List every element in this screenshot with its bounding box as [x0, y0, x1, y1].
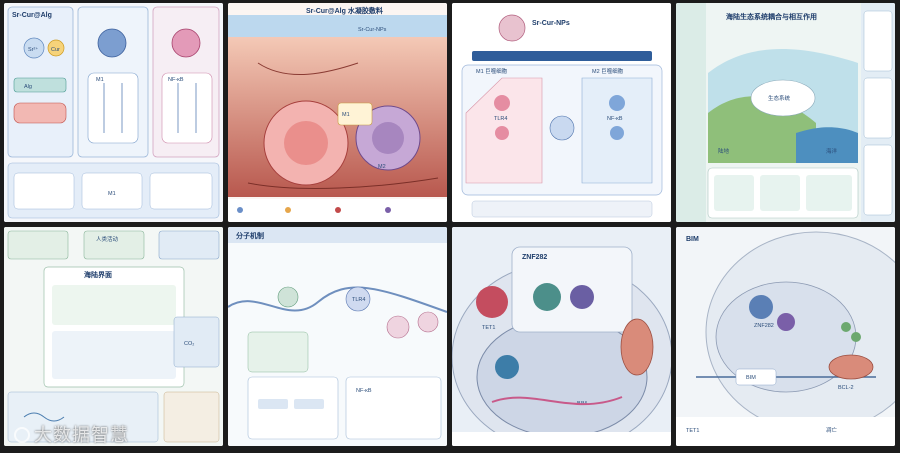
- label-bim: BIM: [746, 375, 756, 381]
- thumbnail-znf282-cell[interactable]: ZNF282 TET1 BIM: [452, 227, 671, 446]
- thumbnail-molecular-mechanism[interactable]: 分子机制 TLR4 NF-κB: [228, 227, 447, 446]
- watermark-logo-icon: [14, 427, 30, 443]
- tile-title: BIM: [686, 236, 699, 243]
- label-m2: M2: [378, 164, 386, 170]
- label-bcl2: BCL-2: [838, 385, 854, 391]
- label-nfkb: NF-κB: [607, 116, 623, 122]
- tile-title: Sr-Cur-NPs: [532, 20, 570, 27]
- label-land: 陆地: [718, 147, 730, 155]
- label-tlr4: TLR4: [352, 297, 365, 303]
- watermark-text: 大数据智慧: [34, 425, 129, 446]
- label-m1: M1: [342, 112, 350, 118]
- label-nps: Sr-Cur-NPs: [358, 27, 387, 33]
- label-human: 人类活动: [96, 235, 119, 243]
- thumbnail-land-sea-ecosystem[interactable]: 海陆生态系统耦合与相互作用 生态系统 陆地 海洋: [676, 3, 895, 222]
- watermark: 大数据智慧: [14, 421, 129, 447]
- tile-title: 海陆生态系统耦合与相互作用: [726, 12, 817, 21]
- label-znf282: ZNF282: [754, 323, 774, 329]
- cell-illustration-graphic: ZNF282 TET1 BIM: [452, 227, 671, 446]
- thumbnail-macrophage-pathway[interactable]: Sr-Cur-NPs M1 巨噬细胞 M2 巨噬细胞 TLR4 NF-κB: [452, 3, 671, 222]
- tile-title: Sr-Cur@Alg: [12, 12, 52, 19]
- label-nfkb: NF-κB: [168, 77, 184, 83]
- ecosystem-illustration-graphic: 海陆生态系统耦合与相互作用 生态系统 陆地 海洋: [676, 3, 895, 222]
- label-sr: Sr²⁺: [28, 46, 38, 53]
- mechanism-diagram-graphic: Sr-Cur@Alg M1 NF-κB Alg Sr²⁺ Cur M1: [4, 3, 223, 222]
- label-cur: Cur: [51, 47, 60, 53]
- pathway-diagram-graphic: Sr-Cur-NPs M1 巨噬细胞 M2 巨噬细胞 TLR4 NF-κB: [452, 3, 671, 222]
- label-tet1: TET1: [686, 428, 699, 434]
- label-nfkb: NF-κB: [356, 388, 372, 394]
- thumbnail-hydrogel-wound[interactable]: Sr-Cur@Alg 水凝胶敷料 M1 M2 Sr-Cur-NPs: [228, 3, 447, 222]
- label-ros: M1: [96, 77, 104, 83]
- thumbnail-land-sea-interface[interactable]: 人类活动 海陆界面 CO₂: [4, 227, 223, 446]
- hydrogel-illustration-graphic: Sr-Cur@Alg 水凝胶敷料 M1 M2 Sr-Cur-NPs: [228, 3, 447, 222]
- tile-title: Sr-Cur@Alg 水凝胶敷料: [306, 6, 383, 15]
- label-apoptosis: 凋亡: [826, 426, 838, 434]
- thumbnail-sr-cur-alg-mechanism[interactable]: Sr-Cur@Alg M1 NF-κB Alg Sr²⁺ Cur M1: [4, 3, 223, 222]
- label-tlr4: TLR4: [494, 116, 507, 122]
- label-m2: M2 巨噬细胞: [592, 67, 624, 75]
- molecular-diagram-graphic: 分子机制 TLR4 NF-κB: [228, 227, 447, 446]
- label-alg: Alg: [24, 84, 32, 90]
- bim-illustration-graphic: BIM ZNF282 BIM BCL-2 TET1 凋亡: [676, 227, 895, 446]
- thumbnail-bim-pathway[interactable]: BIM ZNF282 BIM BCL-2 TET1 凋亡: [676, 227, 895, 446]
- tile-title: 分子机制: [236, 231, 264, 240]
- interface-diagram-graphic: 人类活动 海陆界面 CO₂: [4, 227, 223, 446]
- thumbnail-grid: Sr-Cur@Alg M1 NF-κB Alg Sr²⁺ Cur M1: [4, 3, 896, 449]
- label-ocean: 海洋: [826, 147, 838, 155]
- label-ecosystem: 生态系统: [768, 94, 791, 102]
- tile-title: 海陆界面: [84, 270, 112, 279]
- label-tet1: TET1: [482, 325, 495, 331]
- label-m1: M1 巨噬细胞: [476, 67, 508, 75]
- label-m1: M1: [108, 191, 116, 197]
- label-co2: CO₂: [184, 341, 194, 347]
- tile-title: ZNF282: [522, 254, 547, 261]
